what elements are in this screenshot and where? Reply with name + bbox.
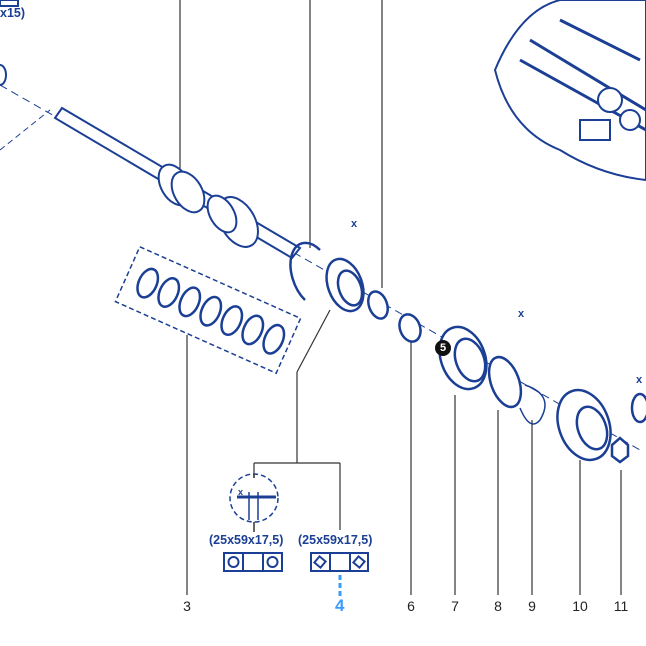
bearing-and-circlip — [289, 241, 646, 464]
dimension-label: (25x59x17,5) — [209, 533, 284, 547]
bearing-symbol-angular — [310, 552, 369, 572]
part-number: 11 — [613, 598, 629, 614]
x-mark: x — [518, 308, 525, 320]
part-number: 9 — [528, 598, 536, 614]
corner-dimension-label: x15) — [0, 6, 26, 20]
highlight-part-number: 4 — [335, 596, 345, 615]
part-number: 8 — [494, 598, 502, 614]
x-mark: x — [636, 374, 643, 386]
x-mark: x — [238, 487, 244, 497]
detail-view — [229, 473, 279, 532]
gearbox-housing — [493, 0, 646, 182]
dimension-label: (25x59x17,5) — [298, 533, 373, 547]
input-shaft — [53, 106, 302, 260]
shim-set — [114, 245, 302, 375]
part-number: 10 — [572, 598, 588, 614]
part-number: 3 — [183, 598, 191, 614]
leader-lines — [179, 0, 622, 595]
part-badge: 5 — [435, 340, 451, 356]
x-mark: x — [351, 218, 358, 230]
bearing-symbol-ball — [223, 552, 283, 572]
part-number: 6 — [407, 598, 415, 614]
part-number: 7 — [451, 598, 459, 614]
